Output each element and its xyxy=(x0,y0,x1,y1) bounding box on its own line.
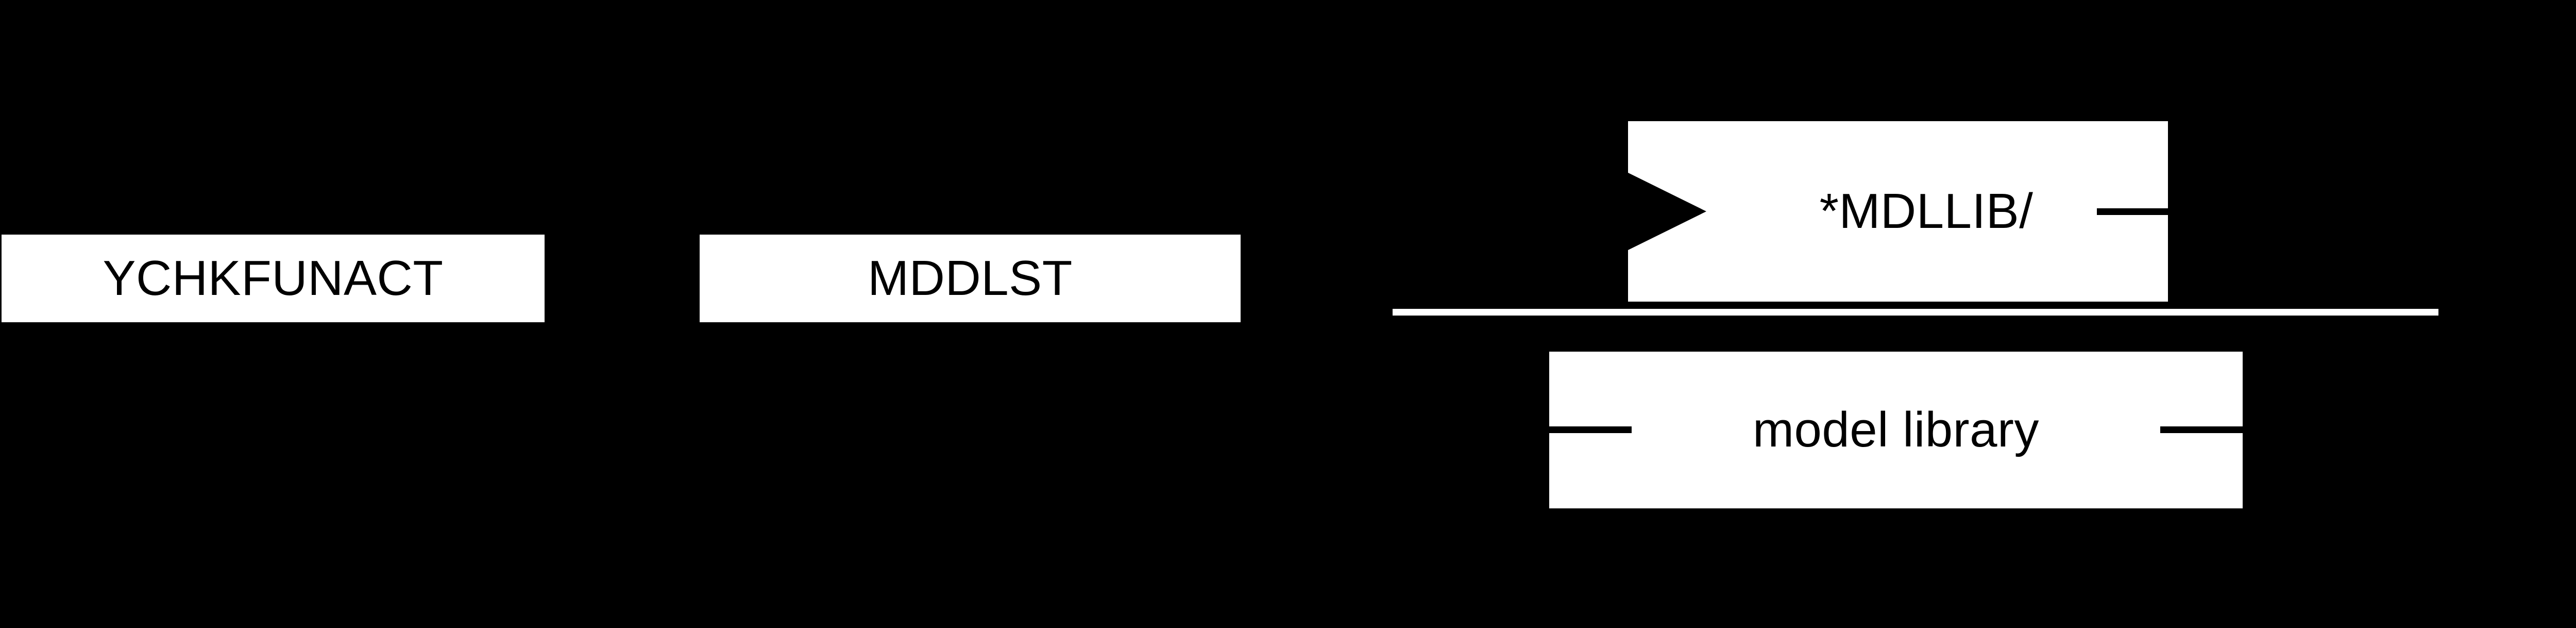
keyword-label: MDDLST xyxy=(868,251,1073,306)
library-value-right-tick xyxy=(2160,426,2243,433)
rail-keyword-to-library xyxy=(1393,309,2438,316)
library-qualifier-right-tick xyxy=(2097,208,2168,215)
command-name-label: YCHKFUNACT xyxy=(103,251,444,306)
keyword-box: MDDLST xyxy=(700,235,1241,322)
command-name-box: YCHKFUNACT xyxy=(2,235,545,322)
library-value-label: model library xyxy=(1752,402,2039,457)
library-qualifier-box: *MDLLIB/ xyxy=(1628,121,2168,302)
default-path-arrow-icon xyxy=(1628,173,1706,250)
library-qualifier-label: *MDLLIB/ xyxy=(1819,184,2033,239)
library-value-left-tick xyxy=(1549,426,1632,433)
library-value-box: model library xyxy=(1549,352,2243,508)
